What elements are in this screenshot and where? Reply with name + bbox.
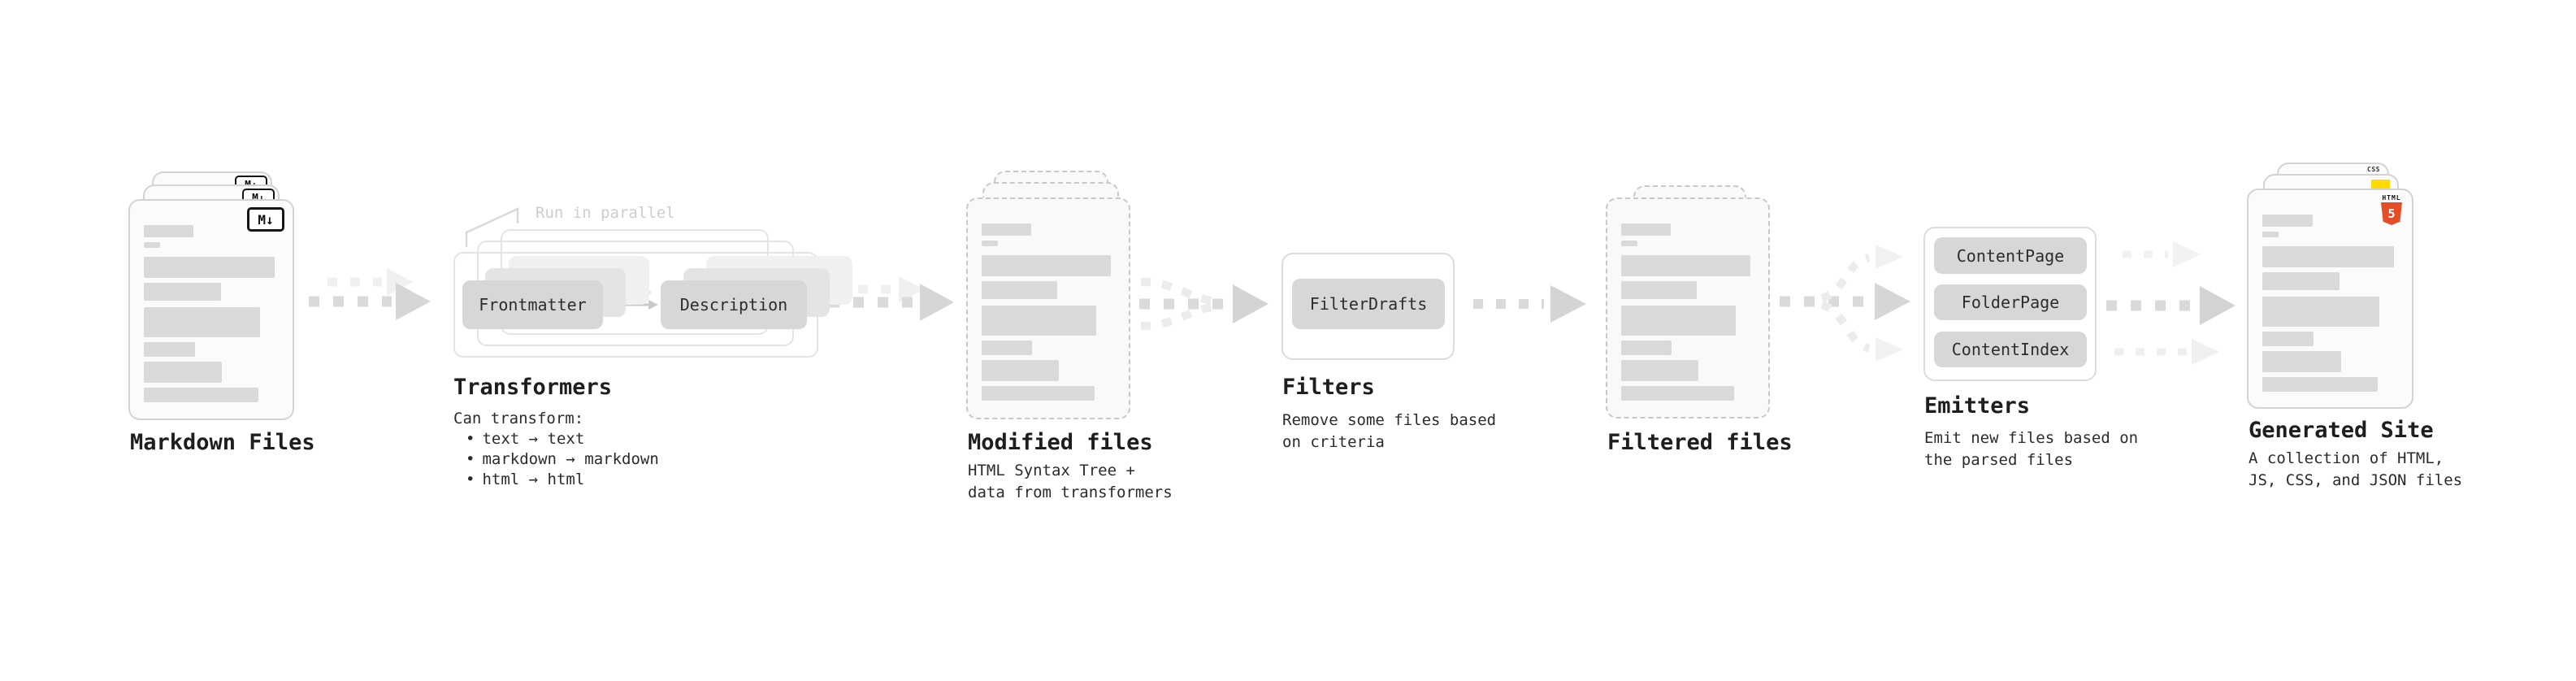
emitters-description: Emit new files based on the parsed files <box>1924 427 2138 471</box>
content-bar <box>2262 272 2340 290</box>
description-line: the parsed files <box>1924 451 2074 469</box>
content-bar <box>1621 340 1672 355</box>
content-bar <box>2262 332 2314 346</box>
generated-site-label: Generated Site <box>2249 418 2434 443</box>
generated-file-card: HTML 5 <box>2247 189 2413 409</box>
frontmatter-pill: Frontmatter <box>462 280 603 329</box>
file-content-bars <box>1621 223 1754 406</box>
content-bar <box>144 388 259 402</box>
content-bar <box>144 225 194 237</box>
content-bar <box>2262 232 2279 237</box>
content-bar <box>1621 360 1699 381</box>
content-bar <box>1621 386 1735 401</box>
html5-icon: HTML 5 <box>2381 194 2402 225</box>
filters-title: Filters <box>1282 375 1375 400</box>
bullet-glyph: • <box>466 471 475 488</box>
markdown-file-card: M↓ <box>128 199 294 420</box>
markdown-icon: M↓ <box>247 207 284 232</box>
content-bar <box>982 255 1112 276</box>
content-bar <box>144 342 196 357</box>
content-bar <box>144 307 260 337</box>
content-bar <box>2262 215 2313 227</box>
content-bar <box>2262 351 2341 372</box>
content-bar <box>1621 241 1637 246</box>
arrow-filters-to-filtered <box>1473 285 1586 323</box>
folderpage-pill: FolderPage <box>1934 284 2087 320</box>
html5-icon-label: HTML <box>2382 194 2401 202</box>
content-bar <box>2262 377 2378 392</box>
bullet-text: text → text <box>482 430 585 448</box>
transformers-title: Transformers <box>453 375 613 400</box>
list-item: • markdown → markdown <box>453 449 659 470</box>
filters-description: Remove some files based on criteria <box>1282 410 1496 453</box>
modified-files-description: HTML Syntax Tree + data from transformer… <box>968 460 1173 504</box>
content-bar <box>982 360 1060 381</box>
bullet-text: html → html <box>482 471 585 488</box>
content-bar <box>982 386 1095 401</box>
js-icon <box>2371 180 2390 189</box>
content-bar <box>144 362 223 383</box>
content-bar <box>982 281 1058 299</box>
filtered-file-card <box>1606 197 1770 419</box>
html5-icon-shield: 5 <box>2381 202 2402 225</box>
arrow-markdown-to-transformers <box>309 268 431 320</box>
description-line: JS, CSS, and JSON files <box>2249 471 2463 489</box>
description-line: Remove some files based <box>1282 411 1497 429</box>
content-bar <box>982 223 1031 236</box>
content-bar <box>982 306 1097 336</box>
transformers-body-heading: Can transform: <box>453 410 584 427</box>
file-content-bars <box>982 223 1115 406</box>
description-line: on criteria <box>1282 433 1385 451</box>
description-line: data from transformers <box>968 484 1173 501</box>
content-bar <box>1621 223 1671 236</box>
description-pill: Description <box>661 280 807 329</box>
content-bar <box>144 242 160 248</box>
transformers-description: Can transform: • text → text • markdown … <box>453 409 659 490</box>
bullet-text: markdown → markdown <box>482 450 659 468</box>
arrow-modified-to-filters <box>1139 278 1268 330</box>
description-line: Emit new files based on <box>1924 429 2139 447</box>
content-bar <box>2262 246 2394 267</box>
list-item: • text → text <box>453 429 659 449</box>
modified-file-card <box>966 197 1130 419</box>
bullet-glyph: • <box>466 450 475 468</box>
run-in-parallel-annotation: Run in parallel <box>536 204 675 222</box>
content-bar <box>982 241 998 246</box>
file-content-bars <box>144 225 279 407</box>
content-bar <box>1621 281 1698 299</box>
modified-files-label: Modified files <box>968 430 1153 455</box>
contentindex-pill: ContentIndex <box>1934 332 2087 367</box>
content-bar <box>2262 297 2379 327</box>
css-icon-label: CSS <box>2367 166 2380 173</box>
emitters-title: Emitters <box>1924 393 2031 419</box>
arrow-filtered-to-emitters <box>1780 245 1910 362</box>
file-content-bars <box>2262 215 2398 397</box>
description-line: HTML Syntax Tree + <box>968 462 1135 479</box>
contentpage-pill: ContentPage <box>1934 237 2087 274</box>
html5-icon-number: 5 <box>2387 206 2396 221</box>
markdown-files-label: Markdown Files <box>130 430 315 455</box>
content-bar <box>1621 255 1751 276</box>
bullet-glyph: • <box>466 430 475 448</box>
filterdrafts-pill: FilterDrafts <box>1292 279 1445 329</box>
content-bar <box>144 257 275 278</box>
list-item: • html → html <box>453 470 659 490</box>
description-line: A collection of HTML, <box>2249 449 2444 467</box>
content-bar <box>1621 306 1737 336</box>
arrow-emitters-to-generated <box>2106 241 2236 365</box>
run-in-parallel-callout-line <box>465 207 519 247</box>
content-bar <box>982 340 1033 355</box>
generated-site-description: A collection of HTML, JS, CSS, and JSON … <box>2249 448 2462 492</box>
filtered-files-label: Filtered files <box>1607 430 1793 455</box>
content-bar <box>144 283 221 301</box>
